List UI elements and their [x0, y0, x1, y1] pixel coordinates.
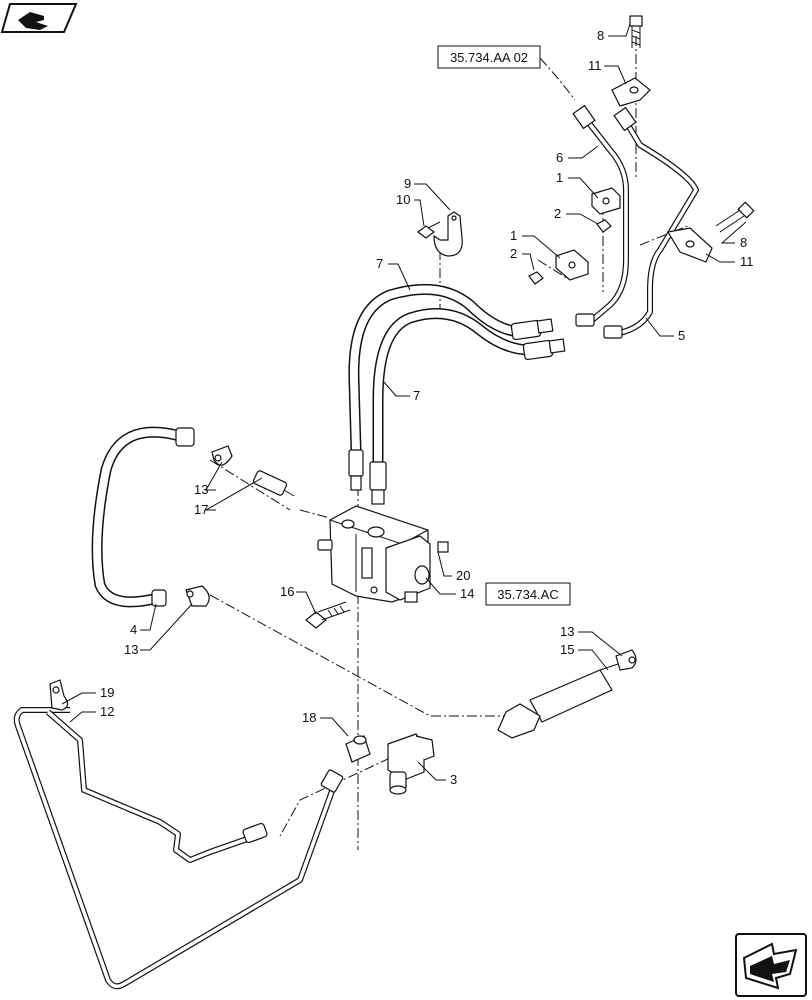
nut-2-lower [528, 271, 544, 285]
clamp-block-1-upper [591, 187, 621, 215]
callout-8-right: 8 [740, 235, 747, 250]
tube-6 [572, 104, 629, 325]
callout-7-lower: 7 [413, 388, 420, 403]
bolt-8-top [629, 15, 643, 48]
callout-6: 6 [556, 150, 563, 165]
callout-13-right: 13 [560, 624, 574, 639]
bolt-8-right [715, 201, 755, 233]
book-hand-icon[interactable] [0, 0, 80, 36]
callout-4: 4 [130, 622, 137, 637]
tee-3 [387, 733, 435, 795]
svg-text:35.734.AC: 35.734.AC [497, 587, 558, 602]
clamp-11-right [667, 227, 713, 263]
hose-7-inner [372, 308, 536, 466]
callout-11-right: 11 [740, 254, 754, 269]
hose-15 [497, 663, 619, 739]
callout-numbers: 8 11 6 1 2 1 2 9 10 7 7 8 11 5 13 17 20 … [100, 28, 754, 787]
bolt-10 [417, 221, 441, 239]
callout-13-lower: 13 [124, 642, 138, 657]
nut-2-upper [596, 219, 612, 233]
callout-7-upper: 7 [376, 256, 383, 271]
hose-fittings-valve [348, 449, 387, 505]
tube-12 [13, 707, 344, 990]
tube-5 [575, 106, 699, 339]
callout-16: 16 [280, 584, 294, 599]
bolt-16 [305, 601, 351, 629]
callout-2-lower: 2 [510, 246, 517, 261]
callout-18: 18 [302, 710, 316, 725]
clamp-block-1-lower [555, 249, 589, 281]
fitting-18 [345, 735, 371, 763]
hose-fittings-right [510, 318, 566, 361]
callout-12: 12 [100, 704, 114, 719]
callout-20: 20 [456, 568, 470, 583]
valve-14 [317, 505, 431, 603]
callout-14: 14 [460, 586, 474, 601]
clamp-19 [49, 679, 69, 711]
clamp-9 [433, 211, 463, 257]
hose-7-outer [348, 283, 526, 456]
callout-2-upper: 2 [554, 206, 561, 221]
fitting-17 [252, 470, 295, 497]
callout-1-lower: 1 [510, 228, 517, 243]
callout-8-top: 8 [597, 28, 604, 43]
callout-10: 10 [396, 192, 410, 207]
clamp-11-top [611, 77, 651, 107]
callout-5: 5 [678, 328, 685, 343]
callout-3: 3 [450, 772, 457, 787]
leader-lines [61, 23, 747, 781]
svg-text:35.734.AA 02: 35.734.AA 02 [450, 50, 528, 65]
callout-19: 19 [100, 685, 114, 700]
connector-20 [437, 541, 449, 553]
clamp-13-right [615, 649, 637, 671]
callout-9: 9 [404, 176, 411, 191]
assembly-centerlines [209, 36, 691, 850]
callout-1-upper: 1 [556, 170, 563, 185]
callout-13-upper: 13 [194, 482, 208, 497]
clamp-13-lower [185, 585, 210, 607]
callout-11-top: 11 [588, 58, 602, 73]
reference-box-mid[interactable]: 35.734.AC [485, 582, 571, 606]
callout-15: 15 [560, 642, 574, 657]
next-page-arrow-icon[interactable] [732, 930, 812, 1000]
reference-box-top[interactable]: 35.734.AA 02 [437, 45, 541, 69]
clamp-13-upper [211, 445, 233, 466]
hose-4 [91, 426, 195, 608]
callout-17: 17 [194, 502, 208, 517]
